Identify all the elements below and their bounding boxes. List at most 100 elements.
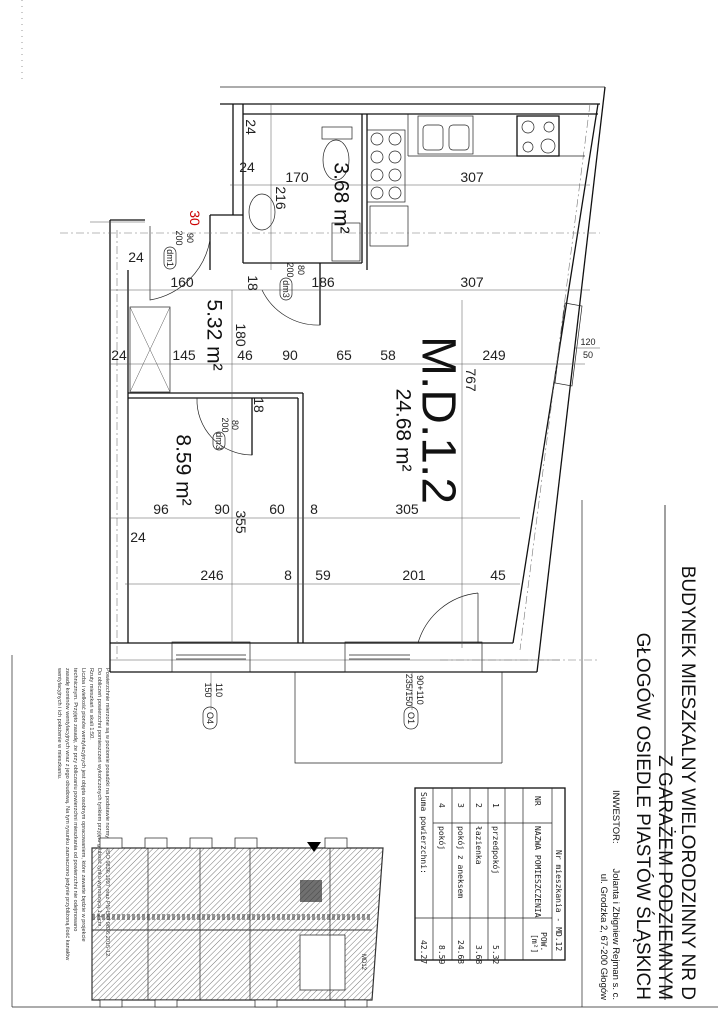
fridge xyxy=(369,205,409,247)
dim-label: 246 xyxy=(200,567,224,583)
living-area: 24.68 m² xyxy=(391,389,414,472)
dimension-labels: 24 24 170 307 216 24 160 18 186 307 180 … xyxy=(111,119,506,583)
room-table: Nr mieszkania - MD.12 NR NAZWA POMIESZCZ… xyxy=(414,787,566,964)
balcony-door-swing xyxy=(417,592,479,644)
project-title: BUDYNEK MIESZKALNY WIELORODZINNY NR D xyxy=(677,566,698,1000)
table-sum-value: 42.27 xyxy=(419,940,428,964)
dim-label: 24 xyxy=(243,119,259,135)
door-tag-2: 80 200 dm3 xyxy=(279,262,306,301)
window-size: 120 xyxy=(580,337,595,347)
window-tag: O4 xyxy=(205,712,215,724)
dim-label: 186 xyxy=(311,274,335,290)
table-row: 2 łazienka 3.68 xyxy=(474,803,483,964)
balcony-outline xyxy=(294,672,390,764)
key-plan: MD12 xyxy=(91,837,384,1008)
investor-address: ul. Grodzka 2, 67-200 Głogów xyxy=(598,874,609,1000)
door-width: 80 xyxy=(296,265,306,275)
dim-label: 24 xyxy=(239,159,255,175)
dim-label: 65 xyxy=(336,347,352,363)
wardrobe xyxy=(129,306,171,393)
door-tag: dm1 xyxy=(165,249,175,267)
door-red-mark: 30 xyxy=(187,210,203,226)
window-tag: O1 xyxy=(406,712,416,724)
table-header-area: POW. xyxy=(539,932,548,951)
dim-label: 307 xyxy=(460,274,484,290)
note-line: Rzuty mieszkań w skali 1:50. xyxy=(88,668,94,740)
dim-label: 249 xyxy=(482,347,506,363)
row-nr: 4 xyxy=(437,803,446,808)
dim-label: 201 xyxy=(402,567,426,583)
bathroom-area: 3.68 m² xyxy=(329,162,352,233)
dim-label: 145 xyxy=(172,347,196,363)
keyplan-unit-label: MD12 xyxy=(360,954,366,971)
table-title: Nr mieszkania - MD.12 xyxy=(554,850,563,951)
door-height: 200 xyxy=(220,417,230,432)
dim-label: 180 xyxy=(233,323,249,347)
door-width: 80 xyxy=(230,420,240,430)
bedroom-area: 8.59 m² xyxy=(171,434,194,505)
table-header-nr: NR xyxy=(533,796,542,806)
door-height: 200 xyxy=(285,262,295,277)
cooktop-icon xyxy=(516,115,560,157)
row-name: pokój xyxy=(437,826,447,850)
dim-label: 90 xyxy=(214,501,230,517)
door-tag: dm3 xyxy=(214,432,224,450)
ventilation-shafts xyxy=(366,129,406,203)
toilet-tank xyxy=(321,126,353,140)
dim-label: 60 xyxy=(269,501,285,517)
window-height: 50 xyxy=(583,350,593,360)
washing-machine xyxy=(331,222,361,262)
washbasin-icon xyxy=(248,193,276,231)
row-nr: 3 xyxy=(456,803,465,808)
door-1-swing xyxy=(149,226,211,301)
window-tag-right: 120 50 xyxy=(575,337,600,360)
dim-label: 24 xyxy=(128,249,144,265)
dim-label: 90 xyxy=(282,347,298,363)
door-2-swing xyxy=(261,263,321,326)
dim-label: 767 xyxy=(463,368,479,392)
dim-label: 160 xyxy=(170,274,194,290)
dim-label: 170 xyxy=(285,169,309,185)
dim-label: 24 xyxy=(111,347,127,363)
window-right xyxy=(554,302,583,387)
north-arrow-icon xyxy=(307,842,321,852)
row-area: 24.68 xyxy=(456,940,465,964)
window-o1 xyxy=(344,641,483,673)
note-line: Do obliczeń powierzchni pomieszczeń wyko… xyxy=(96,668,102,928)
dim-label: 8 xyxy=(284,567,292,583)
dim-label: 46 xyxy=(237,347,253,363)
row-area: 5.32 xyxy=(491,945,500,964)
dim-label: 307 xyxy=(460,169,484,185)
dim-label: 18 xyxy=(245,275,261,291)
table-row: 4 pokój 8.59 xyxy=(437,803,447,964)
row-nr: 2 xyxy=(474,803,483,808)
row-area: 8.59 xyxy=(437,945,446,964)
dim-label: 45 xyxy=(490,567,506,583)
project-subtitle: Z GARAŻEM PODZIEMNYM xyxy=(654,755,675,1000)
note-line: Liczba i wielkość pionów wentylacyjnych … xyxy=(80,668,86,942)
dim-label: 305 xyxy=(395,501,419,517)
hall-area: 5.32 m² xyxy=(202,299,225,370)
table-row: 1 przedpokój 5.32 xyxy=(491,803,501,964)
note-line: zasadę kominów wentylacyjnych wraz z jeg… xyxy=(64,668,70,961)
project-location: GŁOGÓW OSIEDLE PIASTÓW ŚLĄSKICH xyxy=(632,633,654,1000)
kitchen-sink-icon xyxy=(417,115,474,155)
note-line: technicznym. Przyjęto zasadę, że przy ob… xyxy=(72,668,78,931)
door-tag-1: 30 90 200 dm1 xyxy=(163,210,203,270)
notes: Powierzchnie mierzone są w poziomie posa… xyxy=(56,667,110,961)
door-height: 200 xyxy=(174,230,184,245)
investor-label: INWESTOR: xyxy=(610,790,621,844)
dim-label: 355 xyxy=(233,510,249,534)
table-sum-label: Suma powierzchni: xyxy=(419,792,428,874)
note-line: wentylacyjnych i ich położenie w mieszka… xyxy=(56,667,62,780)
window-tag-o4: 110 150 O4 xyxy=(202,682,224,730)
row-name: pokój z aneksem xyxy=(456,826,466,898)
door-tag-3: 80 200 dm3 xyxy=(212,417,240,451)
door-3-swing xyxy=(196,397,253,456)
dim-label: 216 xyxy=(273,186,289,210)
row-area: 3.68 xyxy=(474,945,483,964)
title-block: BUDYNEK MIESZKALNY WIELORODZINNY NR D Z … xyxy=(598,505,698,1000)
row-nr: 1 xyxy=(491,803,500,808)
toilet-icon xyxy=(322,139,350,181)
